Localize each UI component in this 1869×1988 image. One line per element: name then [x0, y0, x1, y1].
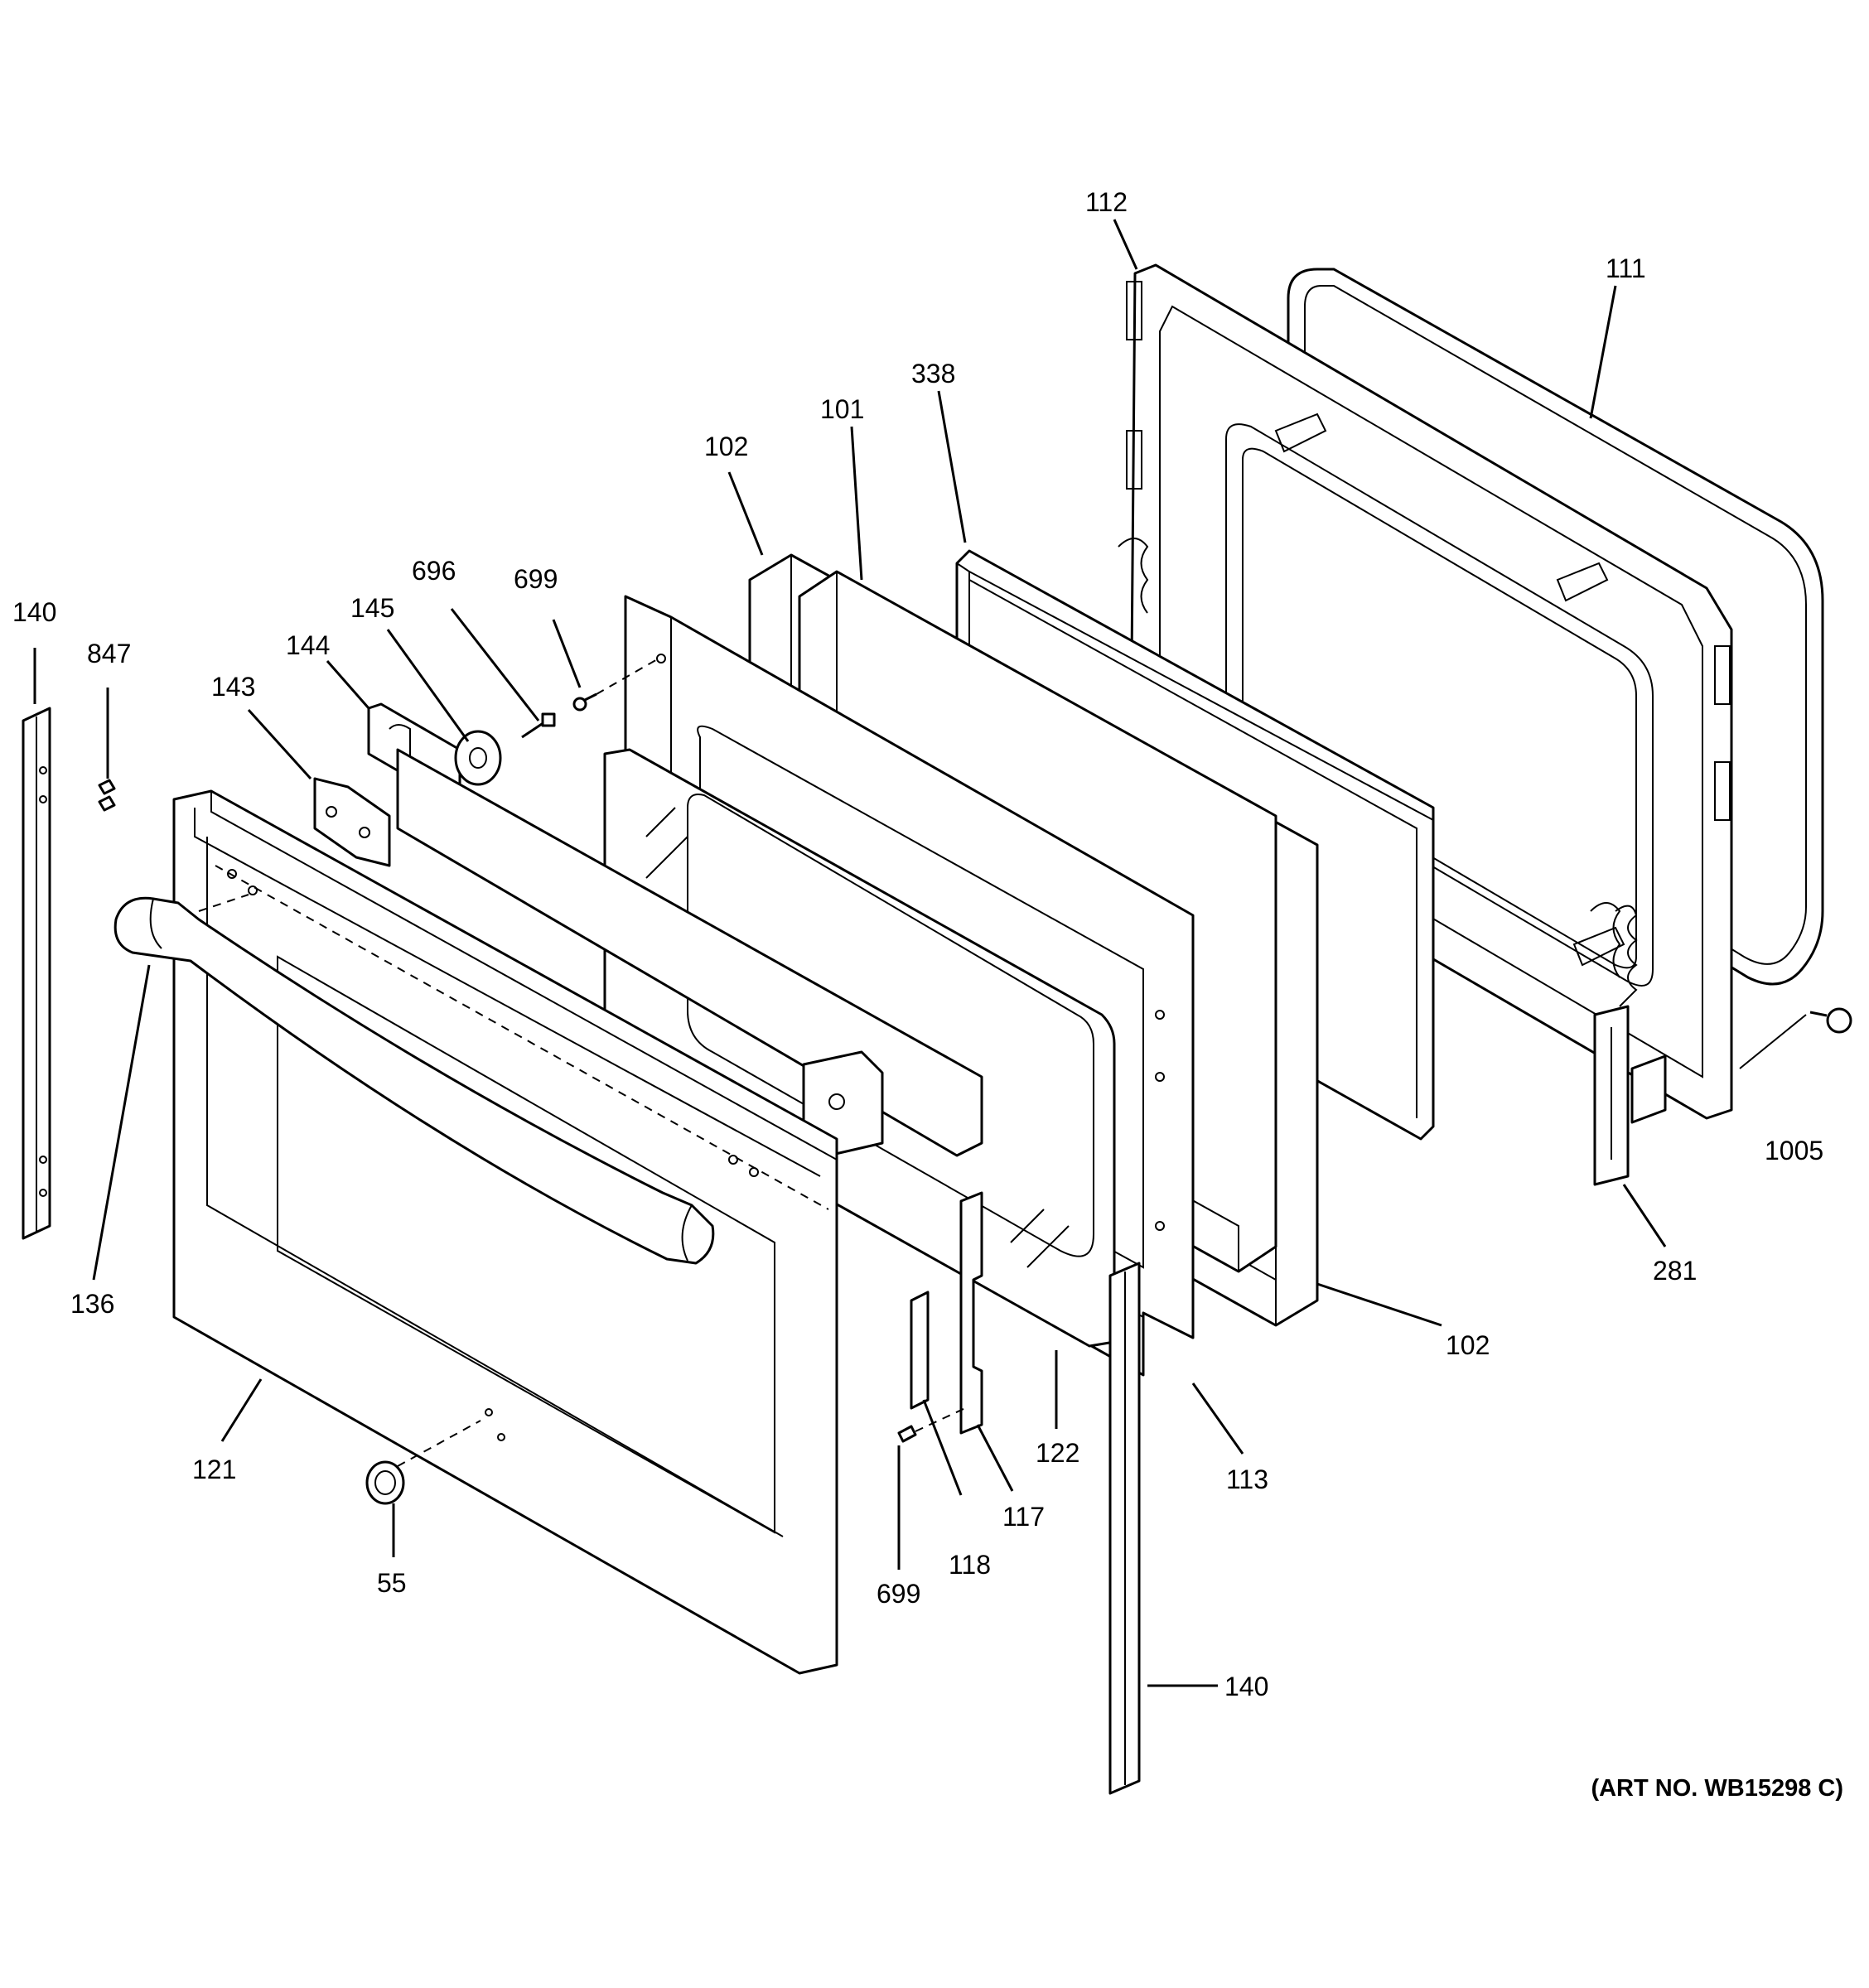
callout-1005: 1005: [1765, 1136, 1823, 1165]
art-number: (ART NO. WB15298 C): [1591, 1775, 1843, 1802]
callout-101: 101: [820, 394, 864, 424]
part-143-plate: [313, 777, 391, 867]
part-281-door-hinge: [1593, 905, 1667, 1186]
callout-136: 136: [70, 1289, 114, 1319]
callout-112: 112: [1085, 187, 1128, 217]
callout-111: 111: [1606, 253, 1646, 283]
callout-699-bottom: 699: [877, 1579, 920, 1609]
callout-144: 144: [286, 630, 330, 660]
callout-338: 338: [911, 359, 955, 388]
callout-55: 55: [377, 1568, 407, 1598]
callout-102-bottom: 102: [1446, 1330, 1490, 1360]
callout-121: 121: [192, 1455, 236, 1484]
part-1005-hinge-screw: [1739, 1007, 1852, 1069]
callout-281: 281: [1653, 1256, 1697, 1286]
callout-122: 122: [1036, 1438, 1079, 1468]
leader-lines: [33, 219, 1667, 1687]
part-55-logo-badge: [365, 1420, 481, 1505]
callout-696: 696: [412, 556, 456, 586]
part-145-washer: [454, 730, 502, 786]
part-699-screw-bottom: [897, 1407, 966, 1443]
part-136-door-handle: [113, 894, 715, 1265]
part-140-right-side-trim: [1108, 1262, 1141, 1795]
part-117-bracket: [959, 1191, 983, 1435]
callout-117: 117: [1002, 1502, 1045, 1532]
callout-140-right: 140: [1224, 1672, 1268, 1701]
callout-140-left: 140: [12, 597, 56, 627]
callout-102-top: 102: [704, 432, 748, 461]
callout-699-top: 699: [514, 564, 558, 594]
part-vent-bracket: [396, 748, 983, 1157]
callout-847: 847: [87, 639, 131, 668]
part-696-bolt: [521, 712, 556, 739]
part-112-inner-door-frame: [1118, 263, 1733, 1120]
part-847-screws: [98, 779, 116, 812]
callout-143: 143: [211, 672, 255, 702]
callout-145: 145: [350, 593, 394, 623]
part-140-left-side-trim: [22, 707, 51, 1240]
callout-113: 113: [1226, 1464, 1268, 1494]
callout-118: 118: [949, 1550, 991, 1580]
part-118-bracket: [910, 1291, 930, 1410]
part-699-screw-top: [572, 658, 659, 712]
callout-labels: 112 111 338 101 102 696 699 145 144 143 …: [12, 187, 1823, 1701]
